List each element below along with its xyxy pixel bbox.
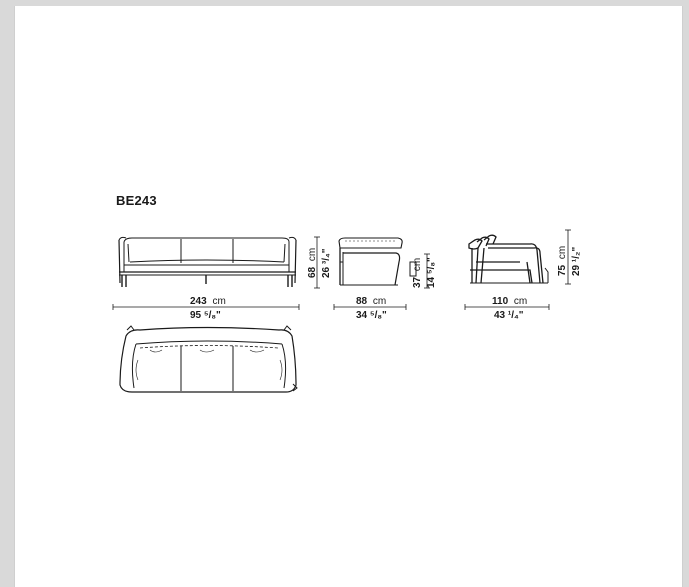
depth-in: 43 ¹/₄" [494,310,524,321]
sofa-width-in: 95 ⁵/₈" [190,310,221,321]
seat-width-unit: cm [373,296,386,307]
seat-width-cm: 88 [356,296,368,307]
sofa-width-cm: 243 [190,296,207,307]
seat-height-unit: cm [412,258,423,271]
sofa-width-dimension [112,304,300,310]
seat-width-dimension [333,304,407,310]
seat-height-dimension [424,253,430,289]
seat-width-in: 34 ⁵/₈" [356,310,387,321]
model-code: BE243 [116,193,157,208]
depth-unit: cm [514,296,527,307]
depth-dimension [464,304,550,310]
svg-text:110 cm: 110 cm [492,296,527,307]
side-height-dimension [565,229,571,285]
svg-text:37 cm: 37 cm [412,258,423,288]
sofa-height-cm: 68 [307,266,318,278]
sofa-width-unit: cm [212,296,225,307]
sofa-front-view [118,236,297,287]
depth-cm: 110 [492,296,509,307]
svg-text:68 cm: 68 cm [307,248,318,278]
side-height-cm: 75 [557,264,568,276]
drawing-sheet [14,6,683,587]
side-arm-view [468,234,549,284]
sofa-height-dimension [314,236,320,289]
svg-text:75 cm: 75 cm [557,246,568,276]
sofa-top-view [119,325,298,393]
svg-text:243 cm: 243 cm [190,296,226,307]
seat-height-in: 14 ⁵/₈" [426,257,437,288]
seat-height-cm: 37 [412,276,423,288]
seat-section-view [338,237,417,286]
side-height-in: 29 ¹/₂" [571,247,582,276]
sofa-height-in: 26 ³/₄" [321,248,332,278]
svg-text:88 cm: 88 cm [356,296,386,307]
sofa-height-unit: cm [307,248,318,261]
side-height-unit: cm [557,246,568,259]
